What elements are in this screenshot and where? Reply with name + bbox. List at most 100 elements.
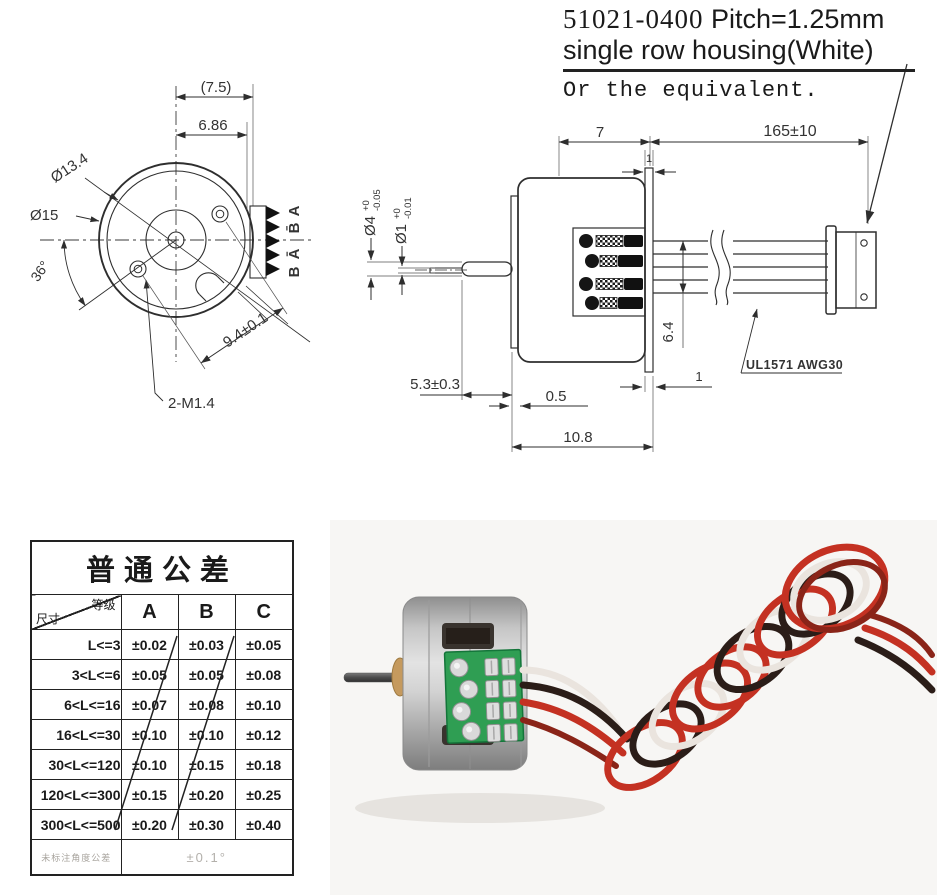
holes-callout: 2-M1.4 (143, 279, 215, 412)
terminal-row (585, 254, 643, 268)
table-footer-row: 未标注角度公差 ±0.1° (30, 839, 294, 876)
tol-a-cell: ±0.20 (120, 809, 179, 840)
table-row: 3<L<=6 ±0.05 ±0.05 ±0.08 (30, 659, 294, 690)
tol-b-cell: ±0.20 (177, 779, 236, 810)
tol-c-cell: ±0.10 (234, 689, 294, 720)
phase-bbar-label: B̄ (285, 222, 303, 233)
dim-1-bottom-label: 1 (695, 369, 702, 384)
wire-coil (604, 543, 936, 791)
footer-value: ±0.1° (120, 839, 294, 876)
dim-165: 165±10 (649, 123, 869, 224)
dim-53: 5.3±0.3 (410, 280, 513, 400)
tol-b-cell: ±0.30 (177, 809, 236, 840)
dim-shaft-dia1: Ø1 +0 -0.01 (387, 197, 435, 295)
table-title: 普通公差 (30, 540, 294, 595)
connector-model: 51021-0400 (563, 4, 704, 34)
front-view-drawing: (7.5) 6.86 Ø13.4 Ø15 36° 9.4±0.1 (27, 79, 314, 412)
tol-b-cell: ±0.08 (177, 689, 236, 720)
dim-108-label: 10.8 (563, 429, 592, 446)
tol-c-cell: ±0.12 (234, 719, 294, 750)
dim-64-label: 6.4 (660, 322, 677, 343)
holes-callout-label: 2-M1.4 (168, 395, 215, 412)
solder-pads (449, 658, 481, 741)
terminal-row (579, 234, 643, 248)
pcb-board (443, 648, 525, 744)
table-header-row: 等级 尺寸 A B C (30, 594, 294, 630)
table-row: 16<L<=30 ±0.10 ±0.10 ±0.12 (30, 719, 294, 750)
range-cell: 6<L<=16 (30, 689, 122, 720)
tol-b-cell: ±0.10 (177, 719, 236, 750)
column-header-b: B (177, 594, 236, 630)
table-corner-cell: 等级 尺寸 (30, 594, 122, 630)
dim-7-label: 7 (596, 124, 604, 141)
side-view-drawing: Ø4 +0 -0.05 Ø1 +0 -0.01 (356, 63, 908, 452)
dim-dia15: Ø15 (30, 207, 100, 224)
column-header-a: A (120, 594, 179, 630)
range-cell: 30<L<=120 (30, 749, 122, 780)
phase-b-label: B (286, 266, 303, 277)
dim-7: 7 (558, 124, 651, 176)
tol-a-cell: ±0.07 (120, 689, 179, 720)
lead-wires (653, 229, 828, 306)
range-cell: L<=3 (30, 629, 122, 660)
corner-grade-label: 等级 (91, 598, 116, 612)
connector-housing (825, 225, 877, 315)
range-cell: 3<L<=6 (30, 659, 122, 690)
table-row: 30<L<=120 ±0.10 ±0.15 ±0.18 (30, 749, 294, 780)
dim-686: 6.86 (175, 117, 248, 210)
wire-spec-label: UL1571 AWG30 (746, 358, 843, 372)
dim-686-label: 6.86 (198, 117, 227, 134)
dim-shaft-dia4: Ø4 +0 -0.05 (356, 189, 462, 300)
footer-label: 未标注角度公差 (30, 839, 122, 876)
tolerance-table: 普通公差 等级 尺寸 A B C L<=3 ±0.02 ±0.03 ±0.05 … (30, 540, 295, 876)
table-row: L<=3 ±0.02 ±0.03 ±0.05 (30, 629, 294, 660)
table-row: 300<L<=500 ±0.20 ±0.30 ±0.40 (30, 809, 294, 840)
connector-note-line1: 51021-0400 Pitch=1.25mm (563, 4, 915, 35)
dia4-label: Ø4 +0 -0.05 (356, 189, 383, 236)
phase-letters: A B̄ Ā B (285, 205, 303, 277)
face-notch (195, 272, 225, 302)
wire-spec-callout: UL1571 AWG30 (740, 308, 843, 374)
tol-a-cell: ±0.10 (120, 749, 179, 780)
coil-visible (446, 628, 490, 644)
tol-b-cell: ±0.15 (177, 749, 236, 780)
range-cell: 120<L<=300 (30, 779, 122, 810)
dim-64: 6.4 (660, 240, 687, 348)
dia134-label: Ø13.4 (48, 150, 92, 187)
tolerance-table-wrap: 普通公差 等级 尺寸 A B C L<=3 ±0.02 ±0.03 ±0.05 … (30, 540, 295, 876)
table-row: 6<L<=16 ±0.07 ±0.08 ±0.10 (30, 689, 294, 720)
connector-pitch: Pitch=1.25mm (711, 4, 885, 34)
dia1-label: Ø1 +0 -0.01 (387, 197, 414, 244)
phase-a-label: A (286, 205, 303, 216)
terminal-panel (572, 227, 646, 317)
tol-c-cell: ±0.05 (234, 629, 294, 660)
tol-a-cell: ±0.10 (120, 719, 179, 750)
terminal-row (579, 277, 643, 291)
dim-1-bottom: 1 (620, 369, 712, 392)
table-row: 120<L<=300 ±0.15 ±0.20 ±0.25 (30, 779, 294, 810)
dim-05: 0.5 (489, 388, 588, 410)
motor-shadow (355, 793, 605, 823)
terminal-teeth (266, 206, 280, 276)
screw-hole (129, 260, 147, 278)
connector-note-line2: single row housing(White) (563, 35, 915, 72)
column-header-c: C (234, 594, 294, 630)
tol-c-cell: ±0.40 (234, 809, 294, 840)
tol-c-cell: ±0.08 (234, 659, 294, 690)
header-leader-arrow (865, 63, 908, 224)
motor-body-outline (415, 167, 654, 373)
connector-note: 51021-0400 Pitch=1.25mm single row housi… (563, 4, 915, 103)
dim-angle36: 36° (27, 239, 177, 311)
phase-abar-label: Ā (286, 248, 303, 259)
motor-face-circles (84, 162, 311, 343)
tol-c-cell: ±0.25 (234, 779, 294, 810)
dim-dia134: Ø13.4 (48, 150, 119, 201)
connector-note-line3: Or the equivalent. (563, 78, 819, 103)
terminal-row (585, 296, 643, 310)
dim-1-top: 1 (622, 150, 676, 176)
dim-53-label: 5.3±0.3 (410, 376, 460, 393)
motor-shaft (343, 672, 399, 683)
corner-size-label: 尺寸 (36, 612, 61, 626)
front-terminal-strip (237, 205, 289, 325)
